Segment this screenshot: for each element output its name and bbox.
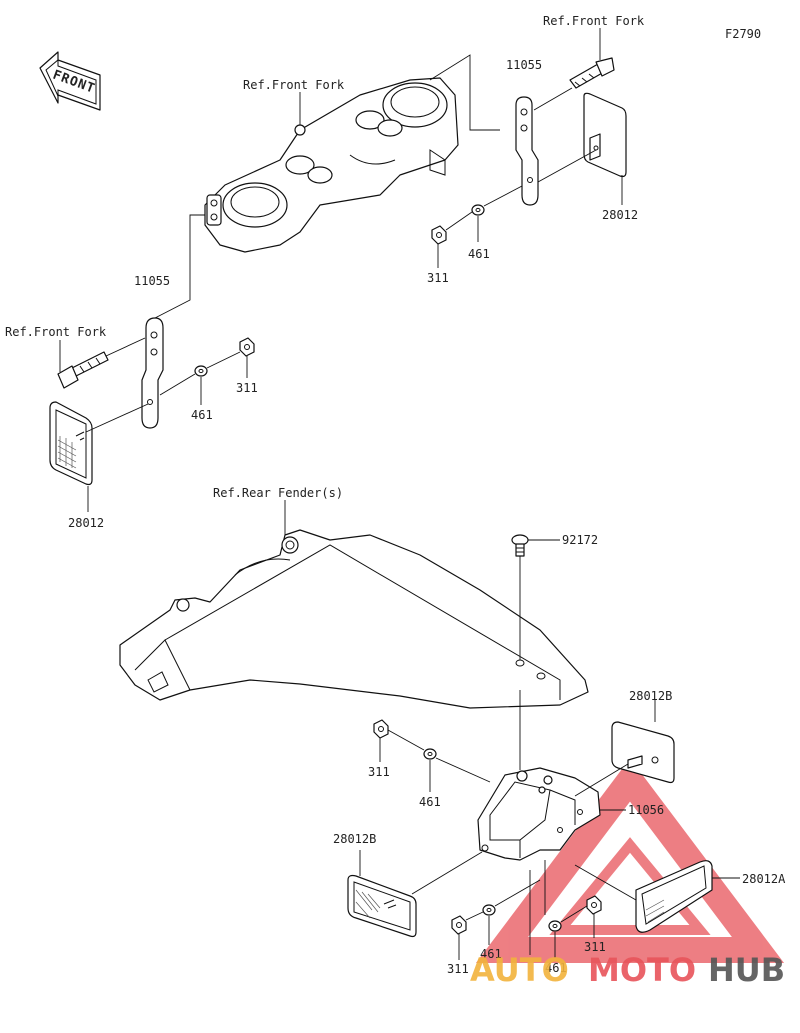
washer-461-rear-3 xyxy=(548,920,562,932)
washer-461-rear-1 xyxy=(423,748,437,760)
washer-461-rear-2 xyxy=(482,904,496,916)
pn-28012B-left: 28012B xyxy=(333,832,376,846)
bracket-11055-right xyxy=(515,96,539,206)
nut-311-right xyxy=(431,225,447,245)
nut-311-rear-3 xyxy=(586,895,602,915)
watermark-text: AUTO MOTO HUB xyxy=(470,951,785,989)
screw-92172 xyxy=(511,534,529,557)
figure-code: F2790 xyxy=(725,27,761,41)
reflector-28012-right xyxy=(583,92,627,178)
pn-311-left: 311 xyxy=(236,381,258,395)
pn-311-rear-3: 311 xyxy=(584,940,606,954)
pn-28012-right: 28012 xyxy=(602,208,638,222)
pn-311-rear-1: 311 xyxy=(368,765,390,779)
watermark-auto: AUTO xyxy=(470,951,569,989)
pn-461-rear-2: 461 xyxy=(480,947,502,961)
ref-front-fork-left: Ref.Front Fork xyxy=(5,325,107,339)
bolt-left xyxy=(57,351,109,389)
rear-fender xyxy=(119,529,589,709)
pn-461-rear-3: 461 xyxy=(545,961,567,975)
nut-311-left xyxy=(239,337,255,357)
pn-311-rear-2: 311 xyxy=(447,962,469,976)
washer-461-left xyxy=(194,365,208,377)
nut-311-rear-2 xyxy=(451,915,467,935)
bolt-right xyxy=(569,57,615,89)
reflector-28012A xyxy=(635,860,713,933)
reflector-28012-left xyxy=(49,401,93,486)
pn-11055-right: 11055 xyxy=(506,58,542,72)
nut-311-rear-1 xyxy=(373,719,389,739)
pn-11056: 11056 xyxy=(628,803,664,817)
ref-rear-fender: Ref.Rear Fender(s) xyxy=(213,486,343,500)
watermark-moto: MOTO xyxy=(588,951,696,989)
pn-461-left: 461 xyxy=(191,408,213,422)
ref-leader-right xyxy=(429,54,500,131)
front-direction-arrow: FRONT xyxy=(39,51,101,111)
reflector-28012B-top xyxy=(611,721,675,784)
watermark-hub: HUB xyxy=(708,951,785,989)
pn-11055-left: 11055 xyxy=(134,274,170,288)
ref-front-fork-mid: Ref.Front Fork xyxy=(243,78,345,92)
bracket-11056-rear xyxy=(477,767,601,861)
pn-28012B-top: 28012B xyxy=(629,689,672,703)
pn-461-rear-1: 461 xyxy=(419,795,441,809)
reflector-28012B-left xyxy=(347,874,417,938)
pn-28012-left: 28012 xyxy=(68,516,104,530)
washer-461-right xyxy=(471,204,485,216)
pn-92172: 92172 xyxy=(562,533,598,547)
ref-leader-left xyxy=(154,214,205,319)
pn-311-right: 311 xyxy=(427,271,449,285)
pn-28012A: 28012A xyxy=(742,872,786,886)
pn-461-right: 461 xyxy=(468,247,490,261)
bracket-11055-left xyxy=(141,317,164,429)
ref-front-fork-top: Ref.Front Fork xyxy=(543,14,645,28)
front-fork-clamp xyxy=(204,77,459,253)
